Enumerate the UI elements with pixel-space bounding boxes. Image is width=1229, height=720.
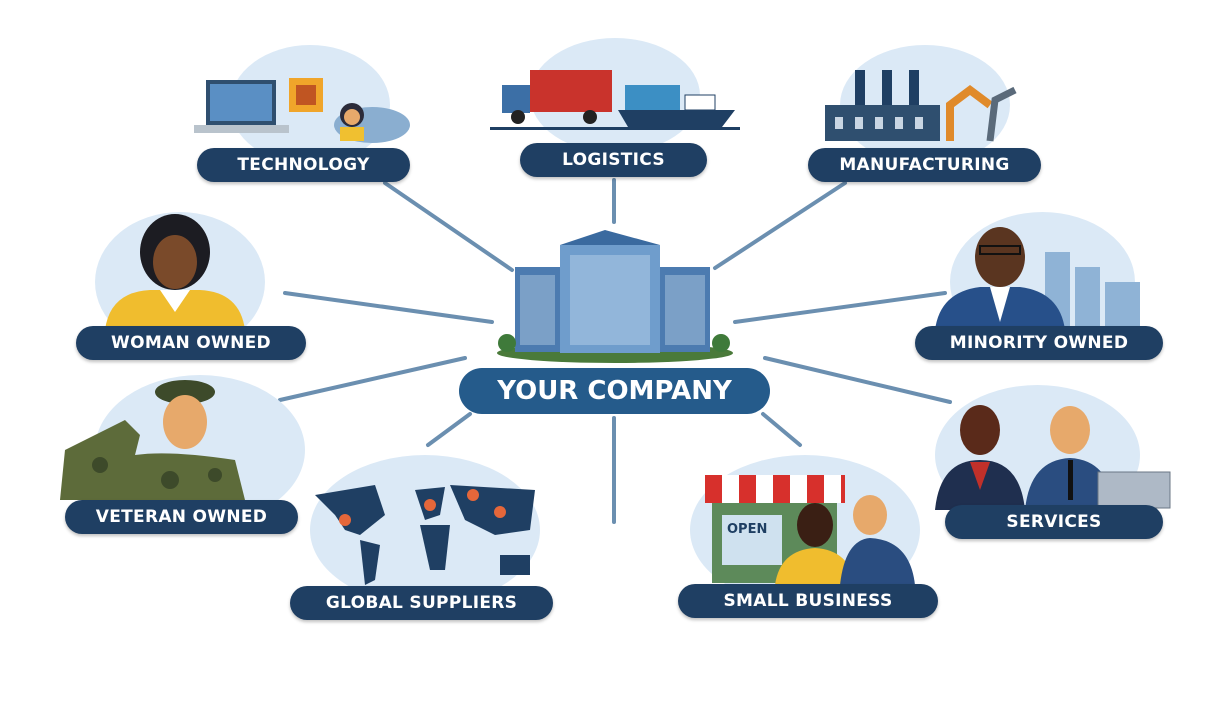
office-building-icon (497, 230, 733, 363)
node-global-suppliers[interactable]: GLOBAL SUPPLIERS (290, 586, 553, 620)
node-logistics[interactable]: LOGISTICS (520, 143, 707, 177)
soldier-avatar-icon (60, 380, 245, 500)
factory-icon (825, 70, 1017, 142)
node-manufacturing[interactable]: MANUFACTURING (808, 148, 1041, 182)
node-veteran-owned[interactable]: VETERAN OWNED (65, 500, 298, 534)
storefront-icon: OPEN (705, 475, 915, 585)
laptop-icon (194, 78, 410, 143)
truck-ship-icon (490, 70, 740, 130)
people-at-desk-icon (935, 405, 1171, 510)
node-small-business[interactable]: SMALL BUSINESS (678, 584, 938, 618)
connector-small-business (761, 412, 802, 447)
woman-avatar-icon (105, 214, 245, 330)
connector-minority-owned (733, 291, 947, 324)
connector-technology (383, 181, 514, 272)
connector-veteran-owned (278, 356, 467, 402)
connector-services (763, 356, 952, 404)
minority-man-avatar-icon (935, 227, 1140, 330)
world-map-icon (315, 485, 535, 585)
connector-global-suppliers (426, 412, 472, 447)
node-minority-owned[interactable]: MINORITY OWNED (915, 326, 1163, 360)
node-technology[interactable]: TECHNOLOGY (197, 148, 410, 182)
center-company-label[interactable]: YOUR COMPANY (459, 368, 770, 414)
connector-woman-owned (283, 291, 494, 324)
node-woman-owned[interactable]: WOMAN OWNED (76, 326, 306, 360)
connector-manufacturing (713, 181, 847, 270)
node-services[interactable]: SERVICES (945, 505, 1163, 539)
open-sign: OPEN (727, 522, 767, 537)
